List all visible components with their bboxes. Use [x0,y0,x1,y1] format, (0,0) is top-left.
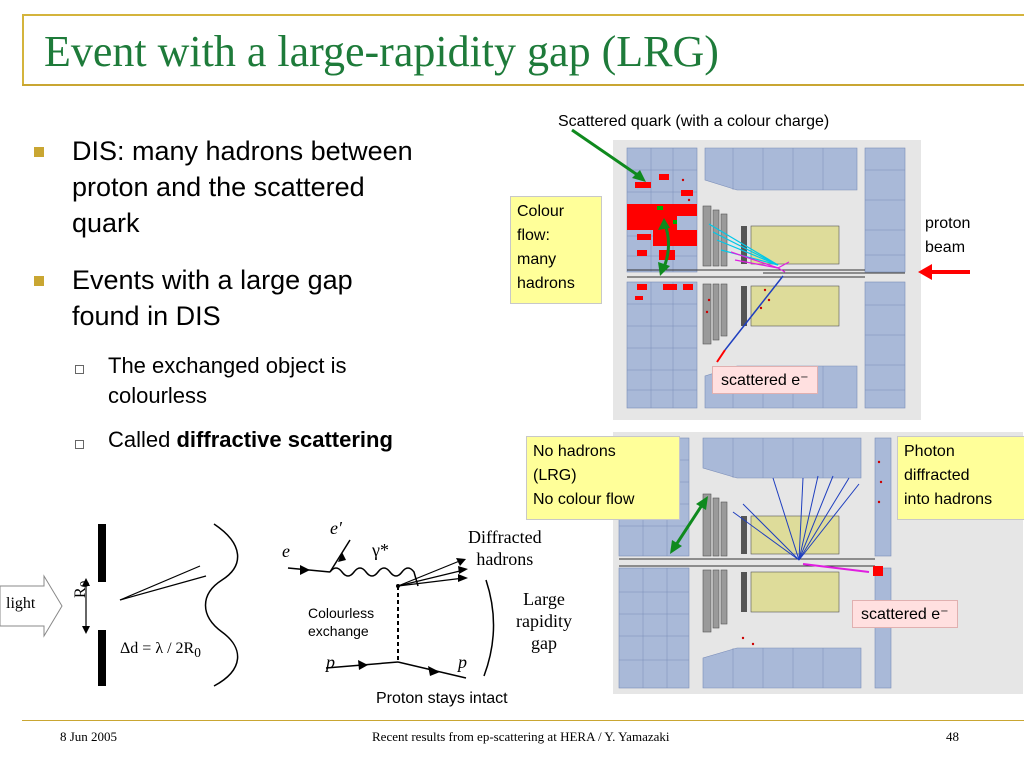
colour-flow-arrow [658,218,670,276]
diffraction-formula: Δd = λ / 2R0 [120,640,201,661]
lrg-arrow [670,496,708,554]
sub-bullet-2: Called diffractive scattering [108,425,393,455]
feynman-p-label: p [326,652,335,672]
diffracted-line: hadrons [476,549,534,569]
no-hadrons-line: (LRG) [533,467,577,484]
bullet-2-line: Events with a large gap [72,265,353,295]
r0-subscript: 0 [77,580,93,588]
sub-bullet-1-line: The exchanged object is [108,353,347,378]
scattered-e-label-bottom: scattered e⁻ [852,600,958,628]
scattered-quark-label: Scattered quark (with a colour charge) [558,113,830,130]
left-border [22,14,24,84]
photon-line: Photon [904,443,955,460]
bullet-marker [34,276,44,286]
diffracted-hadrons-label: Diffracted hadrons [468,526,542,570]
scattered-quark-arrow [571,128,646,182]
top-event-display [613,140,921,420]
photon-diffracted-box: Photon diffracted into hadrons [897,436,1024,520]
bullet-1-line: quark [72,208,140,238]
bullet-1: DIS: many hadrons between proton and the… [72,133,413,241]
scattered-e-label-top: scattered e⁻ [712,366,818,394]
formula-subscript: 0 [194,645,201,661]
footer-divider [22,720,1024,721]
sub-bullet-2-prefix: Called [108,427,177,452]
sub-bullet-1-line: colourless [108,383,208,408]
formula-text: Δd = λ / 2R [120,640,195,657]
feynman-e-label: e [282,541,290,561]
proton-intact-label: Proton stays intact [376,690,508,707]
colour-flow-line: Colour [517,203,565,220]
no-hadrons-box: No hadrons (LRG) No colour flow [526,436,680,520]
colour-flow-box: Colour flow: many hadrons [510,196,602,304]
proton-beam-label: proton beam [925,212,970,260]
proton-beam-line: beam [925,239,966,256]
bullet-1-line: proton and the scattered [72,172,365,202]
r0-text: R [72,587,89,598]
photon-line: diffracted [904,467,970,484]
slide-title: Event with a large-rapidity gap (LRG) [44,27,719,76]
no-hadrons-line: No colour flow [533,491,635,508]
light-label: light [6,595,36,612]
colour-flow-line: hadrons [517,275,575,292]
feynman-e-prime-label: e′ [330,518,342,538]
exchange-line: Colourless [308,605,375,621]
diffracted-line: Diffracted [468,527,542,547]
bullet-2: Events with a large gap found in DIS [72,262,353,334]
top-border [22,14,1024,16]
bullet-1-line: DIS: many hadrons between [72,136,413,166]
gap-line: Large [523,589,565,609]
colour-flow-line: many [517,251,557,268]
sub-bullet-2-bold: diffractive scattering [176,427,393,452]
sub-bullet-1: The exchanged object is colourless [108,351,347,411]
photon-line: into hadrons [904,491,993,508]
top-detector-drawing [626,147,906,409]
feynman-gamma-label: γ* [372,540,389,560]
colourless-exchange-label: Colourless exchange [308,604,375,640]
page-number: 48 [946,729,959,744]
diffraction-optics-diagram [0,523,239,687]
proton-beam-arrow [918,264,970,280]
bullet-marker [34,147,44,157]
footer-title: Recent results from ep-scattering at HER… [372,729,670,744]
colour-flow-line: flow: [517,227,550,244]
footer-date: 8 Jun 2005 [60,729,118,744]
sub-bullet-marker [75,440,84,449]
bullet-2-line: found in DIS [72,301,221,331]
r0-label: R0 [72,581,93,598]
exchange-line: exchange [308,623,369,639]
title-divider [22,84,1024,86]
feynman-p-out-label: p [458,652,467,672]
gap-line: gap [531,633,557,653]
sub-bullet-marker [75,365,84,374]
gap-line: rapidity [516,611,572,631]
feynman-diagram [287,539,495,679]
proton-beam-line: proton [925,215,971,232]
large-rapidity-gap-label: Large rapidity gap [516,588,572,654]
no-hadrons-line: No hadrons [533,443,616,460]
